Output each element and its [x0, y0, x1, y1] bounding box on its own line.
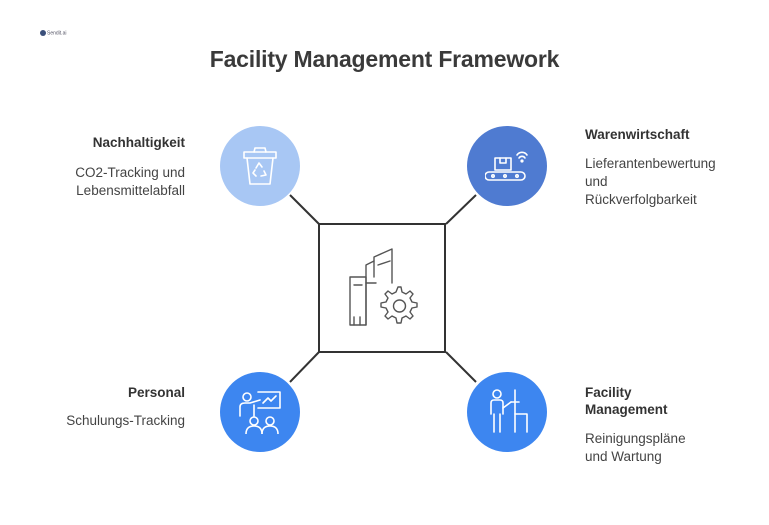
- warenwirtschaft-desc-line-1: Lieferantenbewertung: [585, 156, 716, 171]
- facility-management-desc-line-1: Reinigungspläne: [585, 431, 686, 446]
- logo-mark-icon: [40, 30, 46, 36]
- facility-management-heading-line-1: Facility: [585, 385, 632, 400]
- facility-management-description: Reinigungspläne und Wartung: [585, 430, 686, 466]
- personal-circle: [220, 372, 300, 452]
- warenwirtschaft-circle: [467, 126, 547, 206]
- nachhaltigkeit-circle: [220, 126, 300, 206]
- facility-management-heading-line-2: Management: [585, 402, 668, 417]
- personal-desc-line-1: Schulungs-Tracking: [66, 413, 185, 428]
- connector-top-left: [289, 194, 320, 225]
- connector-top-right: [445, 194, 477, 225]
- connector-bottom-left: [289, 351, 320, 383]
- personal-description: Schulungs-Tracking: [66, 412, 185, 430]
- warenwirtschaft-desc-line-2: und: [585, 174, 608, 189]
- maintenance-worker-icon: [490, 389, 528, 433]
- personal-heading: Personal: [127, 385, 185, 400]
- connector-bottom-right: [445, 351, 477, 383]
- nachhaltigkeit-desc-line-2: Lebensmittelabfall: [76, 183, 185, 198]
- facility-management-desc-line-2: und Wartung: [585, 449, 662, 464]
- warenwirtschaft-description: Lieferantenbewertung und Rückverfolgbark…: [585, 155, 716, 209]
- brand-logo: Sendit.ai: [40, 30, 66, 36]
- warenwirtschaft-heading: Warenwirtschaft: [585, 127, 690, 142]
- facility-management-heading: Facility Management: [585, 384, 668, 418]
- facility-management-circle: [467, 372, 547, 452]
- building-gear-icon: [349, 248, 418, 326]
- logo-text: Sendit.ai: [47, 30, 67, 37]
- conveyor-package-icon: [485, 151, 528, 181]
- nachhaltigkeit-desc-line-1: CO2-Tracking und: [75, 165, 185, 180]
- center-hub: [318, 223, 446, 353]
- recycling-bin-icon: [243, 147, 277, 185]
- nachhaltigkeit-heading: Nachhaltigkeit: [92, 135, 185, 150]
- training-presentation-icon: [239, 391, 281, 434]
- page-title: Facility Management Framework: [209, 46, 560, 72]
- warenwirtschaft-desc-line-3: Rückverfolgbarkeit: [585, 192, 697, 207]
- nachhaltigkeit-description: CO2-Tracking und Lebensmittelabfall: [75, 164, 185, 200]
